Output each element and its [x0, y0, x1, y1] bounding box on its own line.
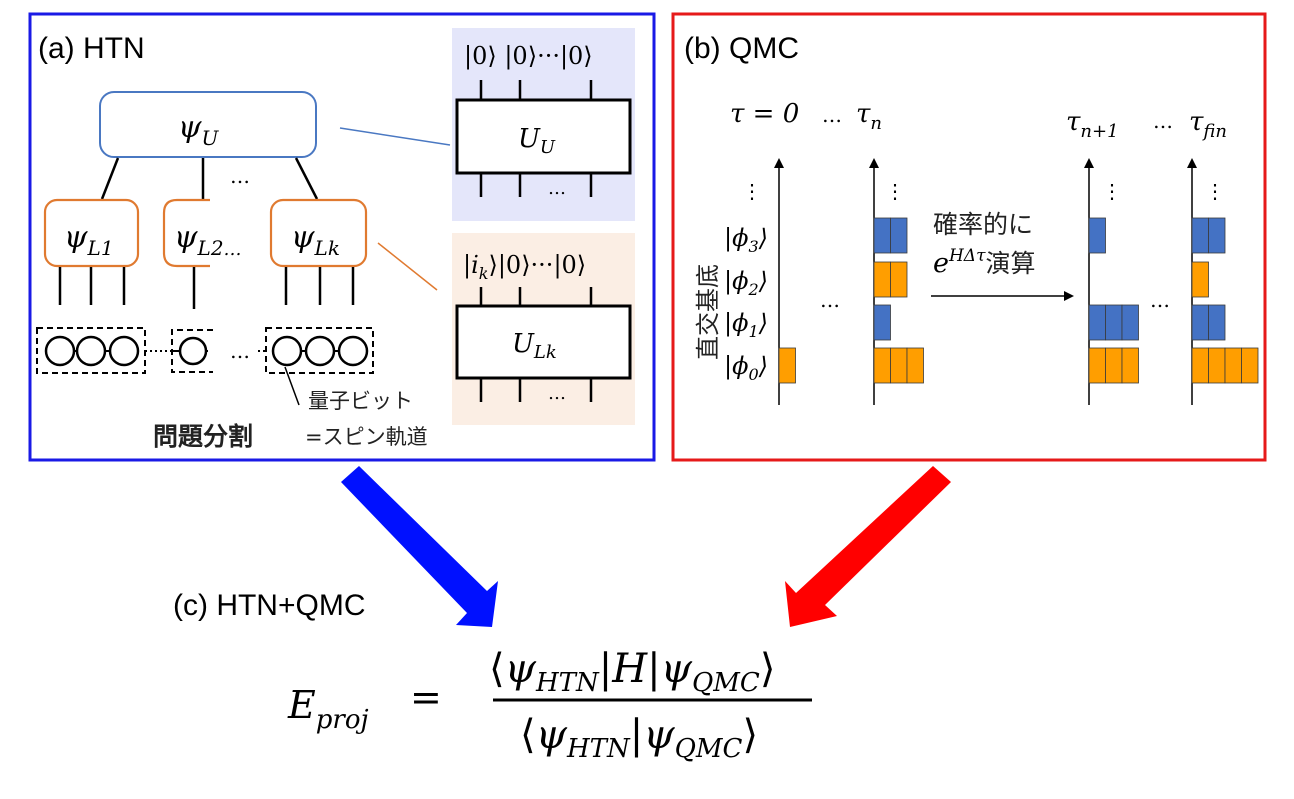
between-dots-1: … [820, 288, 840, 312]
eq-lhs: Eproj [287, 683, 369, 735]
between-dots-2: … [1150, 288, 1170, 312]
lower-node-lk-label: ψLk [291, 220, 340, 260]
walker-tau-n-plus-1-phi1-0 [1088, 304, 1106, 341]
big-arrow-red [785, 466, 951, 627]
vdots-tau-n1: ⋮ [1102, 179, 1122, 203]
gate-u-lk-label: ULk [512, 329, 557, 363]
walker-tau-n-plus-1-phi1-2 [1121, 304, 1139, 341]
connector-upper [339, 127, 451, 146]
walker-tau-fin-phi0-1 [1208, 347, 1226, 384]
walker-tau-fin-phi0-3 [1241, 347, 1259, 384]
walker-tau-n-phi0-1 [890, 347, 908, 384]
time-label-tau-n: τn [856, 99, 882, 134]
time-dots-1: … [822, 103, 842, 127]
walker-tau-n-plus-1-phi0-1 [1105, 347, 1123, 384]
walker-tau-n-phi0-2 [906, 347, 924, 384]
walker-tau-fin-phi3-1 [1208, 217, 1226, 254]
lower-node-l2-label: ψL2… [174, 220, 242, 260]
walker-tau-n-phi2-0 [873, 261, 891, 298]
panel-htn-qmc-title: (c) HTN+QMC [173, 589, 365, 622]
circuit-upper-inputs: |0⟩ |0⟩···|0⟩ [464, 42, 593, 71]
operation-line1: 確率的に [933, 210, 1033, 239]
walker-tau-n-phi2-1 [890, 261, 908, 298]
eq-equals: = [410, 675, 442, 719]
walker-tau-n-plus-1-phi1-1 [1105, 304, 1123, 341]
circuit-upper: |0⟩ |0⟩···|0⟩ UU … [452, 28, 635, 221]
circuit-lower-dots: … [548, 383, 566, 404]
panel-htn-title: (a) HTN [38, 32, 145, 65]
walker-tau-fin-phi1-0 [1191, 304, 1209, 341]
panel-htn-qmc: (c) HTN+QMC Eproj = ⟨ψHTN|H|ψQMC⟩ ⟨ψHTN|… [173, 589, 812, 764]
qubit-label-line2: =スピン軌道 [305, 425, 428, 449]
eq-denominator: ⟨ψHTN|ψQMC⟩ [520, 712, 758, 764]
walker-tau-n-phi1-0 [873, 304, 891, 341]
walker-tau-fin-phi3-0 [1191, 217, 1209, 254]
basis-label-phi2: |ϕ2⟩ [724, 267, 768, 299]
operation-line2: eHΔτ演算 [933, 246, 1036, 279]
time-dots-2: … [1153, 109, 1173, 133]
qubit-group-1 [36, 327, 146, 374]
walker-tau-fin-phi2-0 [1191, 261, 1209, 298]
qubit-group-k [265, 327, 374, 374]
lower-node-l1 [43, 198, 140, 268]
qubit-group-2 [171, 329, 213, 373]
time-label-tau-n1: τn+1 [1066, 107, 1119, 142]
gate-u-lk [455, 304, 632, 380]
walker-tau-n-plus-1-phi0-0 [1088, 347, 1106, 384]
upper-dots: … [230, 164, 250, 188]
panel-qmc: (b) QMC τ = 0 … τn τn+1 … τfin 直交基底 |ϕ3⟩… [671, 12, 1267, 462]
qubit-dots: … [230, 339, 250, 363]
walker-tau-n-phi3-1 [890, 217, 908, 254]
panel-qmc-border [671, 12, 1267, 462]
eq-numerator: ⟨ψHTN|H|ψQMC⟩ [489, 646, 775, 698]
walker-tau-0-phi0-0 [778, 347, 796, 384]
tree-edge-3 [294, 157, 319, 200]
panel-htn: (a) HTN ψU … ψL1 ψL2… ψLk [28, 12, 656, 462]
lower-node-legs [58, 267, 355, 309]
walker-tau-fin-phi0-2 [1224, 347, 1242, 384]
vdots-tau0: ⋮ [742, 179, 762, 203]
vdots-tau-n: ⋮ [885, 179, 905, 203]
upper-node-label: ψU [178, 110, 220, 150]
connector-lower [377, 242, 438, 291]
basis-axis-label: 直交基底 [694, 264, 722, 360]
walker-tau-n-phi0-0 [873, 347, 891, 384]
circuit-lower-inputs: |ik⟩|0⟩···|0⟩ [463, 251, 586, 283]
walker-bars [778, 217, 1259, 384]
basis-label-phi3: |ϕ3⟩ [724, 224, 768, 256]
big-arrow-blue [341, 466, 498, 627]
panel-htn-border [28, 12, 656, 462]
upper-node-psi-u [99, 91, 317, 158]
qubit-label-line1: 量子ビット [308, 389, 413, 413]
walker-tau-n-plus-1-phi0-2 [1121, 347, 1139, 384]
basis-labels: |ϕ3⟩ |ϕ2⟩ |ϕ1⟩ |ϕ0⟩ [724, 224, 768, 384]
gate-u-u [455, 98, 632, 175]
basis-label-phi0: |ϕ0⟩ [724, 352, 768, 384]
gate-u-u-label: UU [518, 124, 556, 158]
vdots-tau-fin: ⋮ [1205, 179, 1225, 203]
lower-node-l1-label: ψL1 [64, 220, 114, 260]
walker-tau-n-phi3-0 [873, 217, 891, 254]
panel-qmc-title: (b) QMC [684, 32, 799, 65]
time-label-tau0: τ = 0 [730, 99, 799, 129]
circuit-upper-dots: … [548, 178, 566, 199]
lower-node-l2 [162, 198, 210, 268]
basis-label-phi1: |ϕ1⟩ [724, 309, 768, 341]
walker-tau-n-plus-1-phi3-0 [1088, 217, 1106, 254]
time-label-tau-fin: τfin [1189, 107, 1227, 142]
partition-label: 問題分割 [153, 422, 253, 451]
circuit-lower: |ik⟩|0⟩···|0⟩ ULk … [452, 233, 635, 425]
lower-node-lk [269, 198, 368, 268]
walker-tau-fin-phi1-1 [1208, 304, 1226, 341]
qubit-pointer-line [284, 366, 300, 406]
walker-tau-fin-phi0-0 [1191, 347, 1209, 384]
tree-edge-1 [100, 157, 120, 200]
